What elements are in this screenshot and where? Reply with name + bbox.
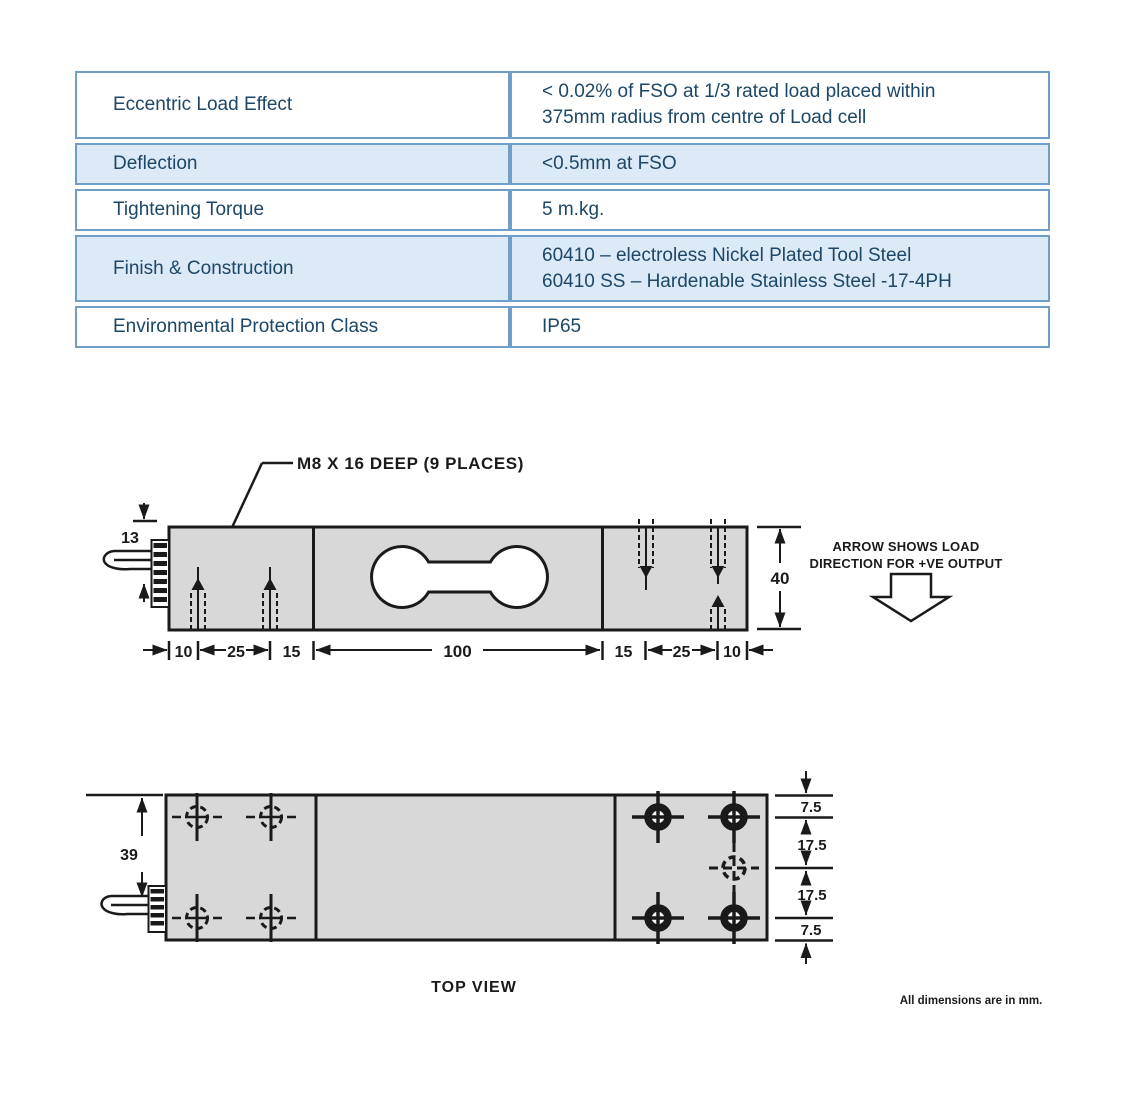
spec-value: 60410 – electroless Nickel Plated Tool S… <box>510 234 1050 303</box>
table-row: Eccentric Load Effect < 0.02% of FSO at … <box>75 71 1050 139</box>
spec-value: IP65 <box>510 306 1050 349</box>
load-direction-arrow <box>868 572 954 623</box>
dim-7.5-bottom: 7.5 <box>801 922 822 939</box>
dim-17.5-lower: 17.5 <box>797 887 826 904</box>
dim-chain-width: 10 25 15 100 15 25 10 <box>143 641 773 661</box>
dim-39-label: 39 <box>120 847 138 864</box>
top-view-caption: TOP VIEW <box>431 979 517 996</box>
spec-value: 5 m.kg. <box>510 188 1050 231</box>
dim-40: 40 <box>757 525 801 631</box>
dim-7.5-top: 7.5 <box>801 799 822 816</box>
side-view: M8 X 16 DEEP (9 PLACES) <box>102 454 1003 661</box>
dumbbell-cutout <box>370 545 549 609</box>
spec-value: <0.5mm at FSO <box>510 143 1050 185</box>
dim-39: 39 <box>86 793 163 898</box>
load-note-line2: DIRECTION FOR +VE OUTPUT <box>810 556 1003 571</box>
spec-table: Eccentric Load Effect < 0.02% of FSO at … <box>75 67 1050 352</box>
tapped-hole-bottom-right <box>710 595 726 630</box>
tapped-holes-top-right <box>638 519 726 590</box>
table-row: Deflection <0.5mm at FSO <box>75 143 1050 185</box>
spec-label: Deflection <box>75 143 510 185</box>
table-row: Finish & Construction 60410 – electroles… <box>75 234 1050 303</box>
table-row: Tightening Torque 5 m.kg. <box>75 188 1050 231</box>
thread-callout-label: M8 X 16 DEEP (9 PLACES) <box>297 454 524 473</box>
dim-40-label: 40 <box>771 569 790 588</box>
spec-label: Tightening Torque <box>75 188 510 231</box>
dim-13: 13 <box>121 503 157 602</box>
units-note: All dimensions are in mm. <box>900 995 1043 1007</box>
dim-chain-vertical: 7.5 17.5 17.5 7.5 <box>775 771 833 964</box>
dim-100: 100 <box>443 642 471 661</box>
spec-label: Eccentric Load Effect <box>75 71 510 139</box>
holes-left <box>172 793 296 942</box>
table-row: Environmental Protection Class IP65 <box>75 306 1050 349</box>
spec-value: < 0.02% of FSO at 1/3 rated load placed … <box>510 71 1050 139</box>
dim-17.5-upper: 17.5 <box>797 837 826 854</box>
dim-15-right: 15 <box>615 644 633 661</box>
dim-10-left: 10 <box>175 644 193 661</box>
spec-label: Finish & Construction <box>75 234 510 303</box>
load-note-line1: ARROW SHOWS LOAD <box>833 539 980 554</box>
holes-right <box>632 791 760 944</box>
cable-gland-top <box>100 885 167 933</box>
dim-25-right: 25 <box>673 644 691 661</box>
top-view: 39 7.5 17.5 17.5 7.5 TOP V <box>86 771 1042 1007</box>
dim-15-left: 15 <box>283 644 301 661</box>
load-direction-note: ARROW SHOWS LOAD DIRECTION FOR +VE OUTPU… <box>810 539 1003 623</box>
tapped-holes-bottom-left <box>190 567 278 630</box>
cable-gland <box>102 539 170 608</box>
hole-middle-dashed <box>709 843 759 893</box>
dim-25-left: 25 <box>227 644 245 661</box>
dim-10-right: 10 <box>723 644 741 661</box>
spec-label: Environmental Protection Class <box>75 306 510 349</box>
dim-13-label: 13 <box>121 530 139 547</box>
